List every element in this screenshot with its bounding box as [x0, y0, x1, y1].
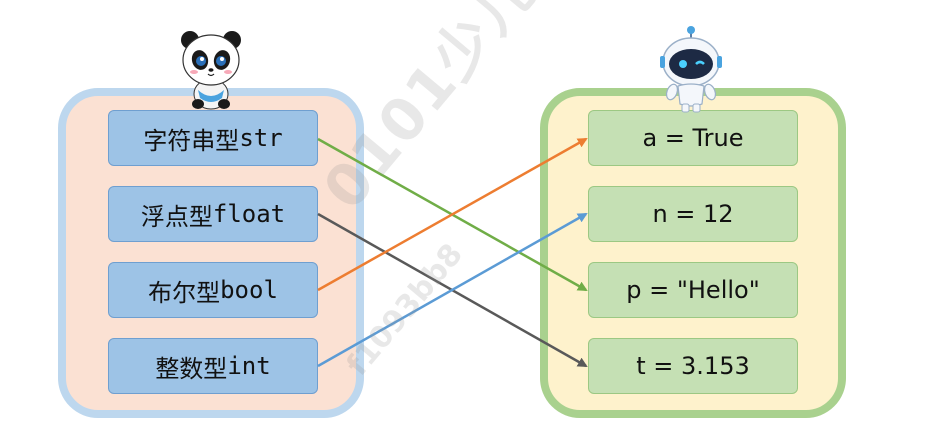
value-box-n: n = 12 [588, 186, 798, 242]
value-label: p = "Hello" [626, 276, 760, 304]
type-label-cn: 整数型 [155, 354, 228, 383]
robot-mascot-icon [660, 26, 722, 113]
type-label-cn: 布尔型 [148, 278, 221, 307]
type-label-cn: 字符串型 [143, 126, 240, 155]
type-label-code: bool [220, 276, 278, 304]
value-box-t: t = 3.153 [588, 338, 798, 394]
value-label: t = 3.153 [636, 352, 750, 380]
type-label-code: str [239, 124, 283, 152]
value-box-p: p = "Hello" [588, 262, 798, 318]
value-label: a = True [642, 124, 744, 152]
type-label-code: float [212, 200, 286, 228]
panda-mascot-icon [181, 31, 241, 110]
type-label-cn: 浮点型 [140, 202, 213, 231]
type-label-code: int [227, 352, 271, 380]
value-box-a: a = True [588, 110, 798, 166]
value-label: n = 12 [652, 200, 734, 228]
